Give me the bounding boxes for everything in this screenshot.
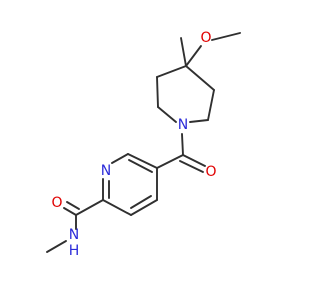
- bond-ring-pip-4: [157, 106, 177, 123]
- bond-pyr-4: [102, 199, 132, 216]
- bond-ketone-double-a: [182, 154, 206, 167]
- bond-pyr-1-inner: [128, 159, 153, 173]
- bond-pyr-5: [130, 199, 158, 216]
- bond-methoxy-methyl: [211, 32, 241, 41]
- bond-n-carbonyl: [181, 133, 184, 156]
- bond-amide-double-b: [66, 201, 80, 210]
- bond-n-methyl: [46, 240, 67, 253]
- molecule-diagram: O N O N O N H: [46, 30, 241, 259]
- bond-ring-pip-1: [185, 65, 215, 91]
- atom-o-ketone: O: [205, 164, 216, 180]
- atom-n-amide: N: [69, 227, 79, 243]
- atom-o-amide: O: [51, 195, 62, 211]
- bond-pyr-2: [111, 153, 129, 164]
- bond-amide-double-a: [63, 207, 77, 216]
- atom-h-amide: H: [69, 243, 80, 259]
- bond-pyr-1: [127, 153, 158, 169]
- atom-n-piperidine: N: [178, 117, 188, 133]
- bond-carbonyl-pyridine: [156, 154, 184, 169]
- bond-methoxy-o-c: [185, 45, 202, 67]
- bond-ketone-double-b: [179, 160, 204, 173]
- bond-ring-pip-5: [156, 76, 159, 108]
- bond-ring-pip-2: [207, 89, 215, 121]
- bond-ring-pip-3: [189, 119, 209, 123]
- bonds: [46, 32, 241, 253]
- bond-pyridine-amide: [75, 199, 104, 216]
- atom-o-methoxy: O: [200, 30, 211, 46]
- bond-c-methyl: [180, 37, 187, 67]
- atom-labels: O N O N O N H: [51, 30, 216, 259]
- bond-ring-pip-6: [156, 65, 187, 78]
- atom-n-pyridine: N: [101, 163, 111, 179]
- structure-svg: O N O N O N H: [46, 30, 241, 259]
- bond-pyr-5-inner: [130, 195, 152, 209]
